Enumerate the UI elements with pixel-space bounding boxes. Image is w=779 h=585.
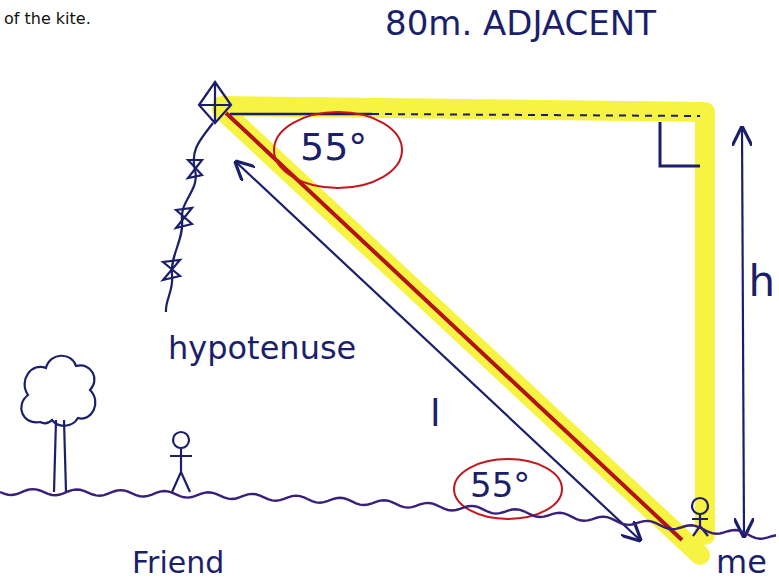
height-variable: h — [748, 258, 775, 306]
adjacent-dimension: 80m. ADJACENT — [385, 4, 656, 43]
ground-line — [0, 489, 776, 539]
length-variable: l — [430, 392, 441, 436]
side-name: hypotenuse — [168, 330, 356, 367]
angle-label: 55° — [470, 466, 530, 505]
angle-circle — [274, 112, 402, 188]
hypotenuse-line — [226, 113, 682, 540]
adjacent-dashed — [372, 114, 700, 116]
person-label: Friend — [132, 546, 224, 581]
right-angle-mark — [660, 122, 700, 166]
height-arrow — [742, 128, 744, 536]
person-label: me — [716, 544, 767, 581]
kite — [163, 82, 231, 312]
tree — [21, 356, 95, 492]
friend-figure — [170, 432, 192, 492]
caption-fragment: of the kite. — [4, 10, 91, 28]
angle-label: 55° — [300, 126, 367, 170]
